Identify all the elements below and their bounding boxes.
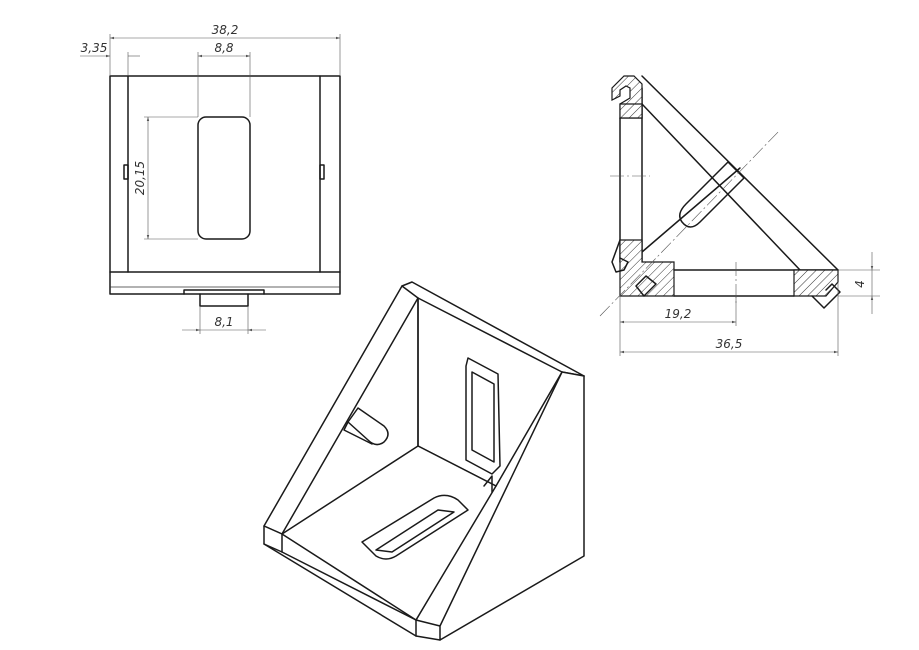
dim-tab-width: 8,1 (214, 315, 233, 329)
dim-side-offset: 3,35 (81, 41, 108, 55)
section-view: 19,2 36,5 4 (599, 75, 880, 356)
dim-slot-width: 8,8 (214, 41, 233, 55)
dim-total-length: 36,5 (716, 337, 743, 351)
dim-leg-length: 19,2 (665, 307, 692, 321)
dim-wall-thickness: 4 (853, 280, 867, 288)
front-view: 38,2 3,35 8,8 20,15 8,1 (80, 23, 341, 334)
dim-overall-width: 38,2 (212, 23, 239, 37)
isometric-view (263, 281, 585, 641)
dim-slot-height: 20,15 (133, 161, 147, 195)
